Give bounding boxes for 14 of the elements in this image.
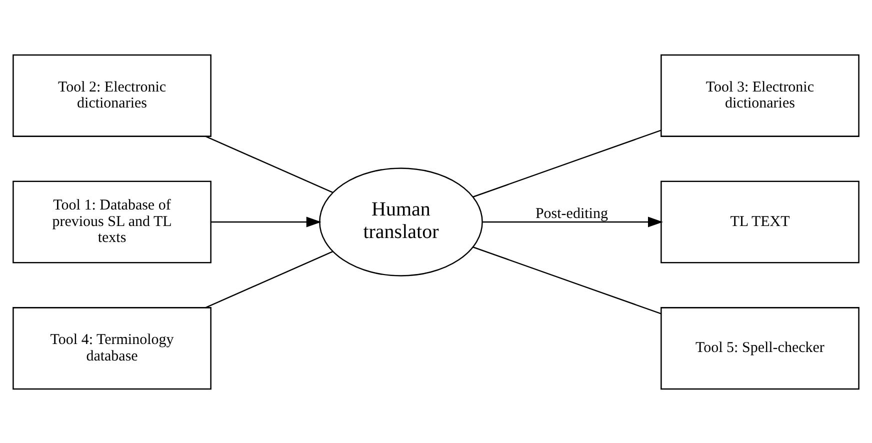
connector: [205, 250, 333, 308]
node-box: TL TEXT: [660, 180, 860, 263]
arrow: [211, 216, 322, 227]
edge-label: Post-editing: [535, 205, 608, 222]
node-box: Tool 2: Electronic dictionaries: [12, 54, 212, 136]
arrow: [482, 216, 663, 227]
connector: [205, 135, 333, 192]
connector: [472, 246, 662, 314]
node-ellipse: Human translator: [319, 167, 483, 276]
node-box: Tool 1: Database of previous SL and TL texts: [12, 180, 212, 263]
node-box: Tool 4: Terminology database: [12, 306, 212, 390]
node-box: Tool 5: Spell-checker: [660, 306, 860, 390]
connector: [472, 129, 662, 197]
node-box: Tool 3: Electronic dictionaries: [660, 54, 860, 136]
